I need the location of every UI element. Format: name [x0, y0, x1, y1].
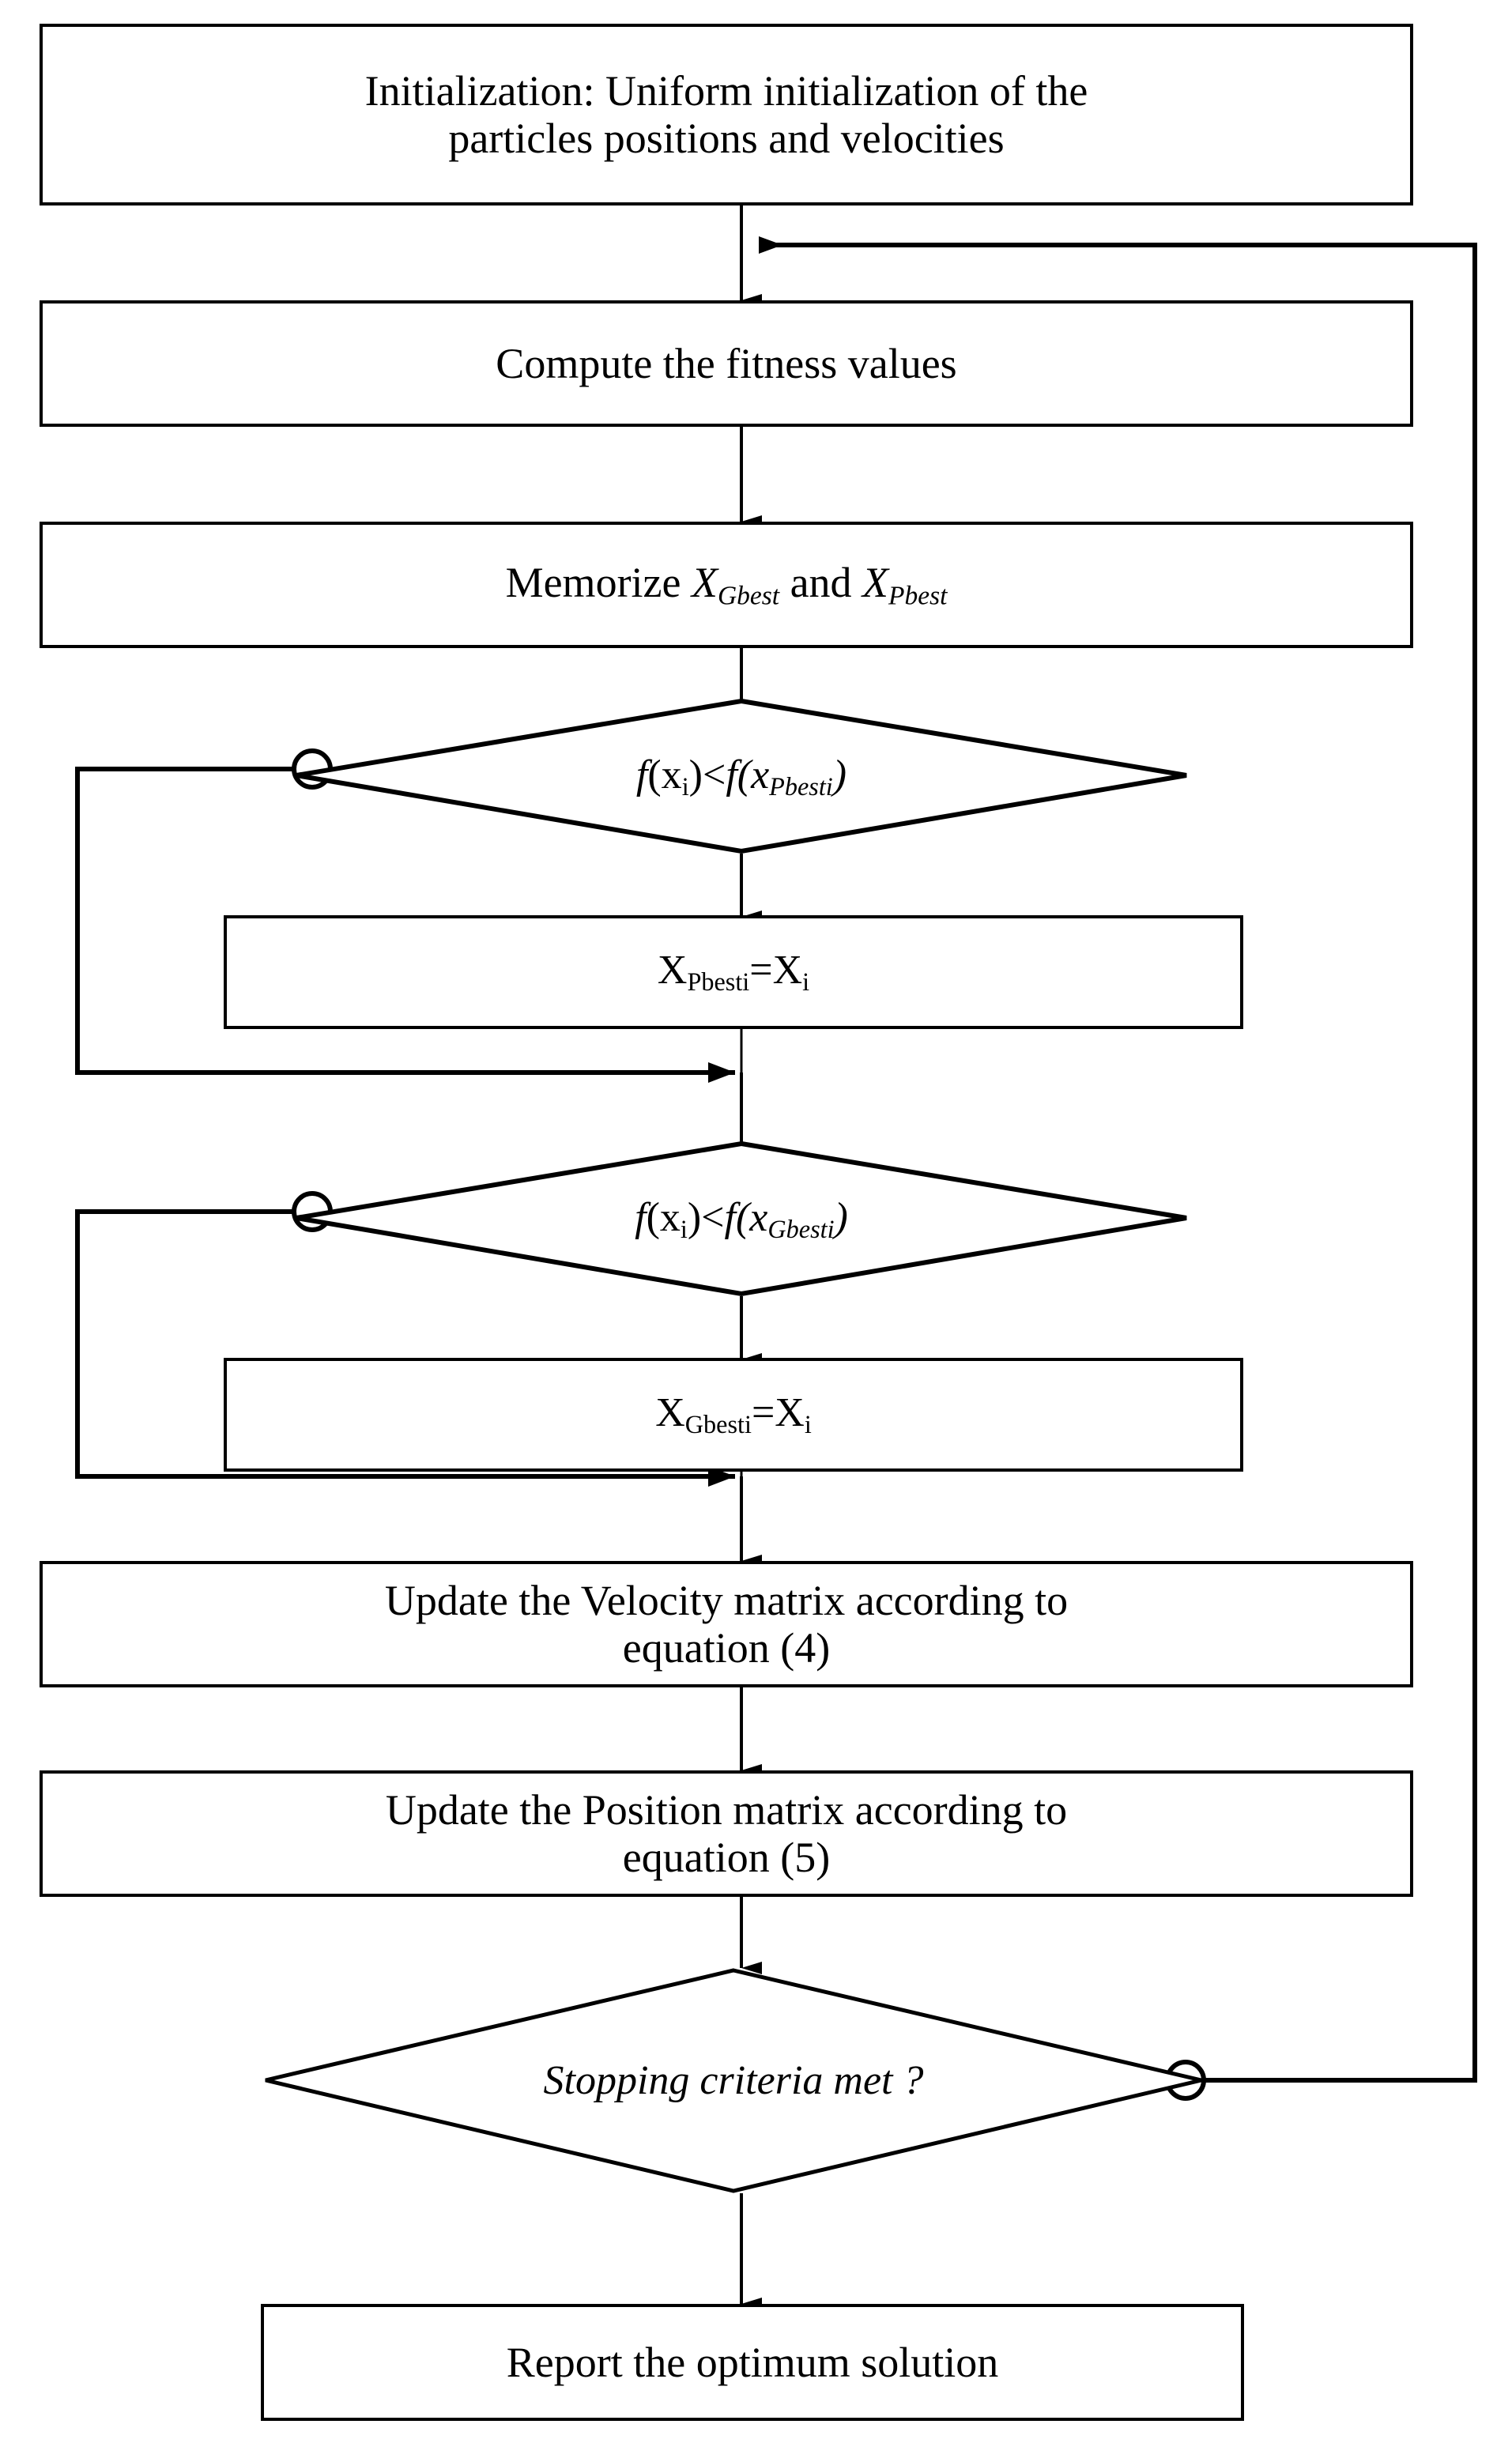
- node-memorize-text: Memorize XGbest and XPbest: [495, 559, 959, 611]
- ap-lhs: X: [657, 948, 688, 993]
- memorize-var-pbest: X: [862, 559, 889, 607]
- uv-line-2: equation (4): [622, 1624, 831, 1672]
- ag-lhs: X: [655, 1390, 685, 1436]
- initialization-line-2: particles positions and velocities: [448, 115, 1005, 162]
- decision-pbest-shape: [296, 698, 1187, 854]
- node-report-text: Report the optimum solution: [506, 2338, 999, 2386]
- node-decision-pbest[interactable]: f(xi)<f(xPbesti): [295, 698, 1188, 854]
- memorize-prefix: Memorize: [505, 559, 692, 607]
- ap-eq: =X: [749, 948, 803, 993]
- node-assign-gbest-text: XGbesti=Xi: [644, 1390, 823, 1438]
- ap-lhs-sub: Pbesti: [687, 967, 750, 997]
- node-assign-gbest[interactable]: XGbesti=Xi: [224, 1358, 1243, 1472]
- ag-lhs-sub: Gbesti: [684, 1410, 752, 1439]
- up-line-1: Update the Position matrix according to: [385, 1785, 1068, 1834]
- node-update-velocity[interactable]: Update the Velocity matrix according to …: [40, 1561, 1413, 1687]
- edge-decision-gbest-bypass: [75, 1209, 735, 1487]
- edge-decision-pbest-bypass: [75, 767, 735, 1083]
- ap-rhs-sub: i: [802, 967, 810, 997]
- stopping-criteria-shape: [265, 1968, 1202, 2193]
- node-memorize[interactable]: Memorize XGbest and XPbest: [40, 522, 1413, 648]
- initialization-line-1: Initialization: Uniform initialization o…: [364, 66, 1088, 115]
- node-update-position[interactable]: Update the Position matrix according to …: [40, 1770, 1413, 1897]
- node-assign-pbest-text: XPbesti=Xi: [647, 948, 820, 996]
- node-report[interactable]: Report the optimum solution: [261, 2304, 1244, 2421]
- node-compute-fitness[interactable]: Compute the fitness values: [40, 300, 1413, 427]
- edge-stopping-feedback: [759, 236, 1477, 2083]
- node-initialization[interactable]: Initialization: Uniform initialization o…: [40, 24, 1413, 205]
- node-decision-gbest[interactable]: f(xi)<f(xGbesti): [295, 1140, 1188, 1297]
- memorize-var-gbest-sub: Gbest: [717, 581, 780, 611]
- decision-gbest-shape: [296, 1140, 1187, 1297]
- uv-line-1: Update the Velocity matrix according to: [384, 1576, 1069, 1624]
- memorize-var-gbest: X: [691, 559, 718, 607]
- node-initialization-text: Initialization: Uniform initialization o…: [354, 67, 1099, 163]
- node-compute-fitness-text: Compute the fitness values: [496, 339, 957, 387]
- ag-rhs-sub: i: [804, 1410, 812, 1439]
- memorize-conjunction: and: [779, 559, 863, 607]
- node-update-position-text: Update the Position matrix according to …: [375, 1786, 1078, 1882]
- node-stopping-criteria[interactable]: Stopping criteria met ?: [263, 1968, 1204, 2193]
- memorize-var-pbest-sub: Pbest: [888, 581, 948, 611]
- up-line-2: equation (5): [622, 1834, 831, 1881]
- ag-eq: =X: [751, 1390, 805, 1436]
- node-update-velocity-text: Update the Velocity matrix according to …: [374, 1577, 1079, 1672]
- node-assign-pbest[interactable]: XPbesti=Xi: [224, 915, 1243, 1029]
